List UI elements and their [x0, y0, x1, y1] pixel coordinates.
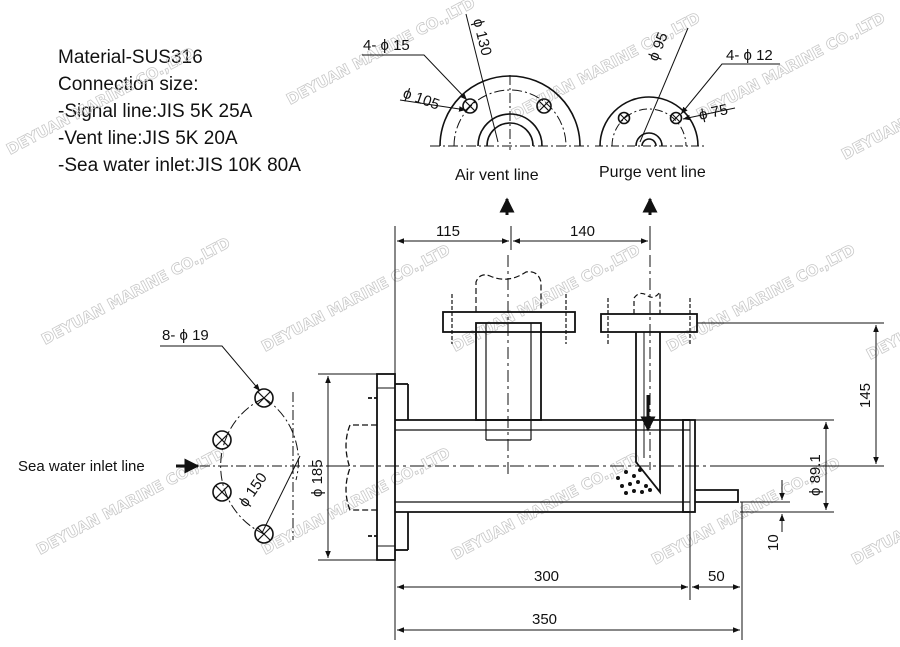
- spec-connection-title: Connection size:: [58, 74, 199, 95]
- dimension-145: [697, 322, 884, 467]
- purge-flange-bore-inner: [641, 138, 657, 147]
- inlet-bolt-hole: [212, 430, 232, 450]
- air-od-label: ϕ 130: [469, 17, 495, 58]
- purge-vent-line-label: Purge vent line: [599, 164, 706, 181]
- purge-flange-bolt-hole: [669, 111, 683, 125]
- purge-flange-bore-outer: [635, 132, 663, 147]
- air-flange-bolt-hole: [536, 98, 552, 114]
- purge-bolt-holes-label: 4- ϕ 12: [726, 47, 773, 64]
- spec-sea-water-inlet: -Sea water inlet:JIS 10K 80A: [58, 155, 301, 176]
- inlet-pcd-label: ϕ 150: [235, 470, 270, 511]
- air-vent-flange-view: [362, 13, 592, 150]
- air-bolt-holes-label: 4- ϕ 15: [363, 37, 410, 54]
- watermark: DEYUAN MARINE CO.,LTD: [863, 249, 900, 364]
- inlet-bolt-hole: [254, 388, 274, 408]
- dimension-10-label: 10: [765, 534, 782, 551]
- spec-signal-line: -Signal line:JIS 5K 25A: [58, 101, 253, 122]
- dimension-10: [740, 480, 790, 532]
- air-vent-flange-side: [442, 311, 576, 333]
- watermark: DEYUAN MARINE CO.,LTD: [663, 241, 858, 356]
- watermarks: DEYUAN MARINE CO.,LTD DEYUAN MARINE CO.,…: [3, 0, 900, 569]
- dimension-185: [318, 373, 377, 561]
- air-flange-bolt-hole: [462, 98, 478, 114]
- inlet-flange: [376, 373, 396, 561]
- purge-pcd-label: ϕ 75: [697, 101, 729, 124]
- watermark: DEYUAN MARINE CO.,LTD: [283, 0, 478, 109]
- air-pcd-label: ϕ 105: [401, 85, 442, 114]
- dimension-115-label: 115: [436, 223, 460, 240]
- dimension-50-label: 50: [708, 568, 725, 585]
- purge-flange-pcd: [611, 108, 687, 147]
- inlet-bolt-hole: [212, 482, 232, 502]
- dimension-300-label: 300: [534, 568, 559, 585]
- inlet-bolt-hole: [254, 524, 274, 544]
- purge-flange-outer-arc: [599, 96, 699, 147]
- flow-arrows-up: [499, 197, 658, 215]
- dimension-140-label: 140: [570, 223, 595, 240]
- sea-water-inlet-line-label: Sea water inlet line: [18, 458, 145, 475]
- air-vent-line-label: Air vent line: [455, 167, 539, 184]
- watermark: DEYUAN MARINE CO.,LTD: [838, 49, 900, 164]
- watermark: DEYUAN MARINE CO.,LTD: [258, 444, 453, 559]
- inlet-bolt-holes-label: 8- ϕ 19: [162, 327, 209, 344]
- dimension-185-label: ϕ 185: [309, 459, 326, 497]
- watermark: DEYUAN MARINE CO.,LTD: [448, 241, 643, 356]
- debris-dots: [616, 468, 652, 495]
- dimension-145-label: 145: [857, 383, 874, 408]
- dimension-89-1-label: ϕ 89.1: [807, 454, 824, 496]
- spec-material: Material-SUS316: [58, 47, 203, 68]
- inlet-flange-view: [160, 345, 335, 544]
- air-flange-bore-inner: [486, 122, 534, 147]
- dimension-89-1: [695, 419, 834, 513]
- dimension-350-label: 350: [532, 611, 557, 628]
- purge-vent-flange-view: [595, 27, 780, 147]
- watermark: DEYUAN MARINE CO.,LTD: [3, 44, 198, 159]
- watermark: DEYUAN MARINE CO.,LTD: [848, 454, 900, 569]
- spec-vent-line: -Vent line:JIS 5K 20A: [58, 128, 238, 149]
- dimension-bottom: [394, 502, 743, 640]
- air-flange-pcd: [453, 89, 567, 147]
- purge-flange-bolt-hole: [617, 111, 631, 125]
- watermark: DEYUAN MARINE CO.,LTD: [258, 241, 453, 356]
